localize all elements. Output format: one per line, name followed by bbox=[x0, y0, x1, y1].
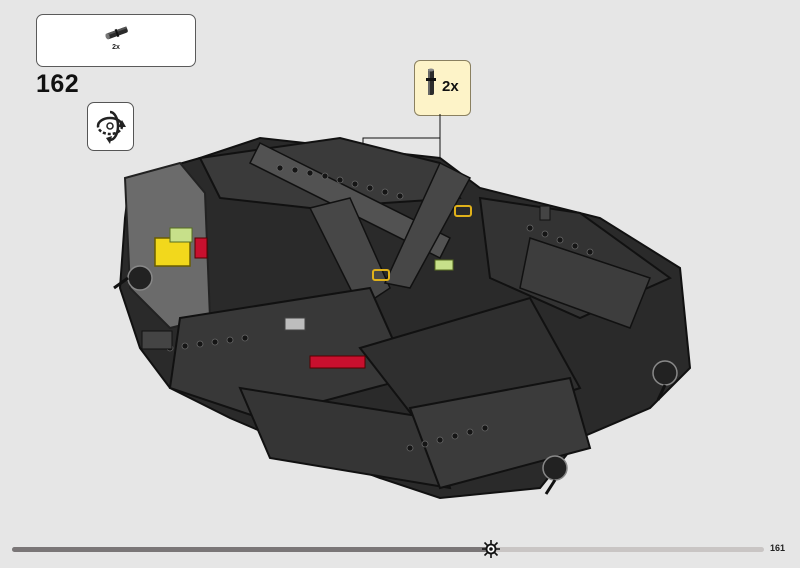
step-number: 162 bbox=[36, 70, 80, 98]
callout-quantity: 2x bbox=[442, 78, 459, 95]
axle-connector-icon bbox=[426, 68, 436, 95]
parts-list-box: 2x bbox=[36, 14, 196, 67]
axle-connector-icon bbox=[105, 26, 128, 40]
rotate-model-icon bbox=[96, 110, 126, 144]
progress-bar bbox=[12, 547, 764, 552]
parts-quantity: 2x bbox=[112, 44, 120, 51]
progress-fill bbox=[12, 547, 494, 552]
sun-progress-icon bbox=[482, 540, 500, 558]
page-number: 161 bbox=[770, 543, 786, 553]
technic-car-chassis-icon bbox=[113, 136, 692, 500]
part-callout: 2x bbox=[414, 60, 471, 116]
rotate-indicator bbox=[87, 102, 134, 151]
